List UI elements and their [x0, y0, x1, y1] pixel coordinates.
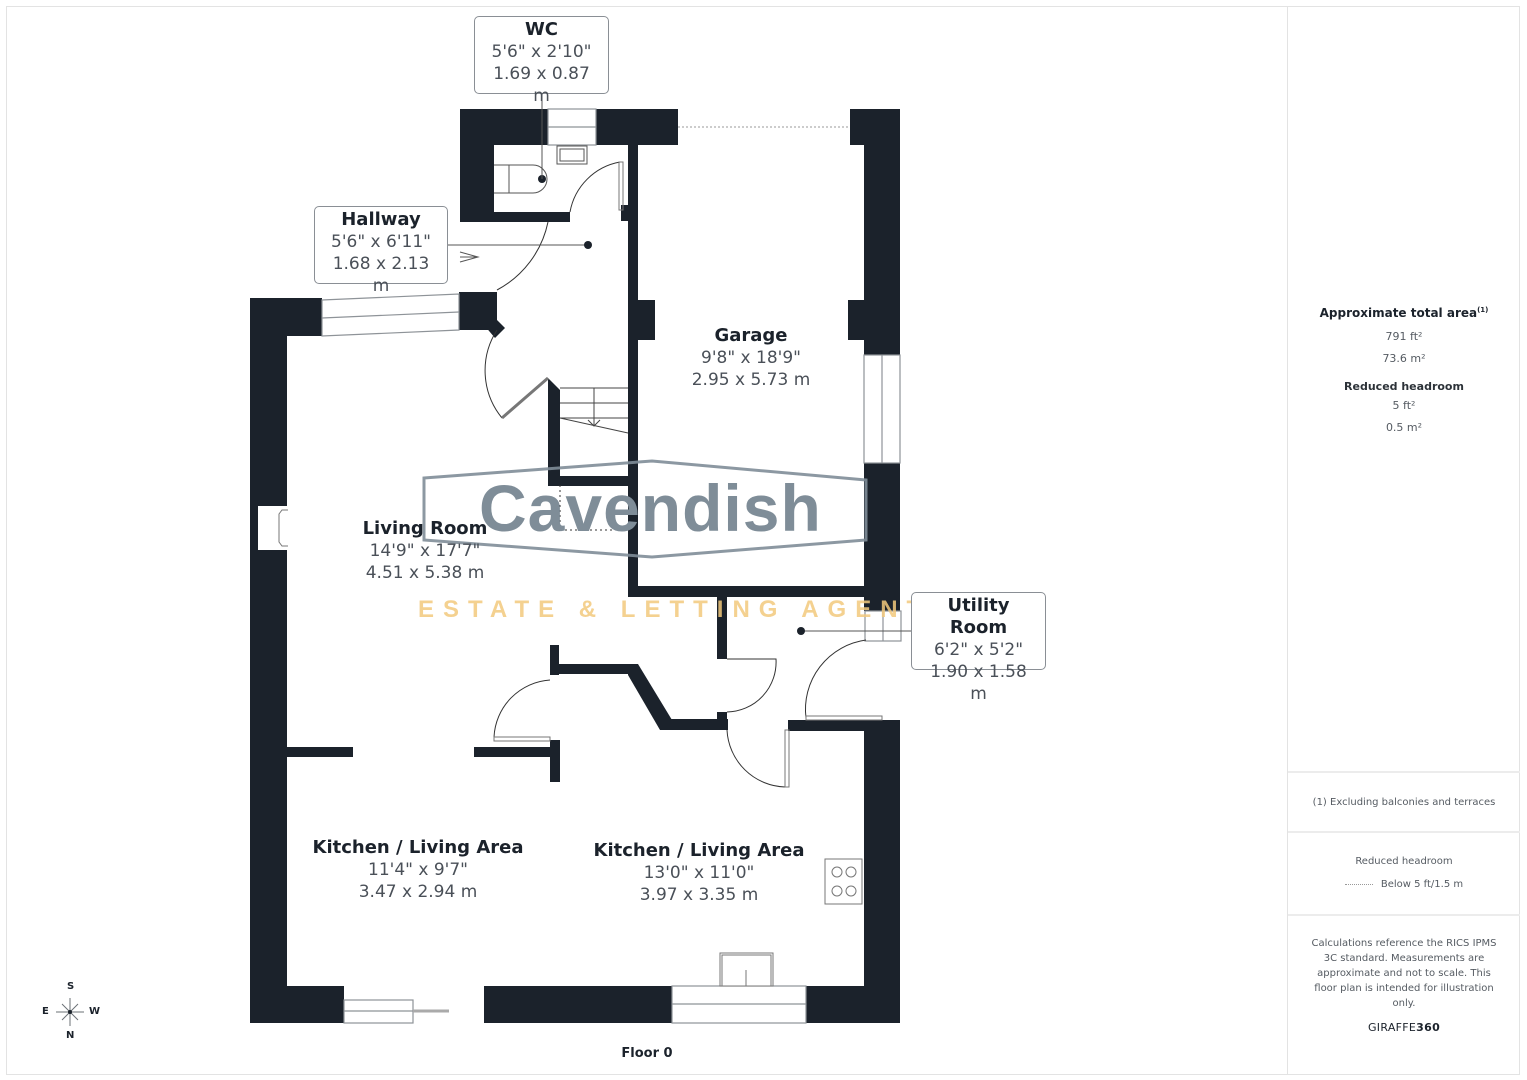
watermark-brand: Cavendish [479, 471, 822, 545]
compass-bottom: N [66, 1030, 75, 1041]
sidebar-divider [1287, 6, 1288, 1075]
room-callout-utility-room: Utility Room 6'2" x 5'2" 1.90 x 1.58 m [911, 592, 1046, 704]
info-sidebar: Approximate total area(1) 791 ft² 73.6 m… [1288, 6, 1520, 1075]
room-name: Living Room [362, 518, 488, 539]
dotted-line-icon [1344, 883, 1373, 885]
room-label-kitchen-left: Kitchen / Living Area 11'4" x 9'7" 3.47 … [312, 837, 523, 903]
room-label-garage: Garage 9'8" x 18'9" 2.95 x 5.73 m [692, 325, 811, 391]
room-callout-hallway: Hallway 5'6" x 6'11" 1.68 x 2.13 m [314, 206, 448, 296]
floor-plan-drawing [250, 94, 912, 1024]
sidebar-divider-3 [1288, 914, 1520, 916]
footnote-section: (1) Excluding balconies and terraces [1288, 795, 1520, 810]
room-dim-imperial: 5'6" x 6'11" [331, 232, 431, 252]
page-frame [6, 6, 1520, 1075]
disclaimer-section: Calculations reference the RICS IPMS 3C … [1288, 936, 1520, 1034]
area-summary: Approximate total area(1) 791 ft² 73.6 m… [1288, 306, 1520, 439]
room-dim-metric: 1.69 x 0.87 m [493, 64, 590, 106]
room-name: Kitchen / Living Area [312, 837, 524, 858]
room-name: Utility Room [947, 595, 1010, 638]
room-dim-metric: 4.51 x 5.38 m [365, 563, 485, 583]
room-label-living-room: Living Room 14'9" x 17'7" 4.51 x 5.38 m [363, 518, 488, 584]
disclaimer-text: Calculations reference the RICS IPMS 3C … [1311, 938, 1497, 1009]
room-dim-imperial: 5'6" x 2'10" [491, 42, 592, 62]
compass-left: E [42, 1006, 49, 1017]
room-dim-metric: 1.90 x 1.58 m [930, 662, 1027, 704]
legend-title: Reduced headroom [1355, 856, 1453, 867]
compass-rose: S N E W [38, 980, 104, 1046]
reduced-headroom-m: 0.5 m² [1385, 421, 1423, 434]
legend-item: Below 5 ft/1.5 m [1288, 879, 1520, 890]
footnote-mark: (1) [1477, 306, 1489, 314]
legend-item-label: Below 5 ft/1.5 m [1380, 879, 1464, 890]
room-name: Hallway [341, 209, 421, 230]
footnote-text: (1) Excluding balconies and terraces [1312, 797, 1496, 808]
room-dim-metric: 1.68 x 2.13 m [332, 254, 430, 296]
total-area-ft: 791 ft² [1385, 330, 1423, 343]
room-name: Garage [714, 325, 788, 346]
room-dim-imperial: 9'8" x 18'9" [701, 348, 801, 368]
reduced-headroom-ft: 5 ft² [1392, 399, 1416, 412]
compass-icon [56, 998, 84, 1026]
compass-top: S [67, 981, 75, 992]
giraffe360-logo: GIRAFFE360 [1367, 1021, 1441, 1034]
sidebar-divider-2 [1288, 831, 1520, 833]
room-callout-wc: WC 5'6" x 2'10" 1.69 x 0.87 m [474, 16, 609, 106]
sidebar-divider-1 [1288, 771, 1520, 773]
room-name: WC [524, 19, 559, 40]
room-dim-metric: 2.95 x 5.73 m [691, 370, 811, 390]
total-area-title: Approximate total area(1) [1319, 306, 1489, 320]
room-dim-imperial: 11'4" x 9'7" [368, 860, 468, 880]
room-dim-metric: 3.47 x 2.94 m [358, 882, 478, 902]
floor-label: Floor 0 [621, 1046, 673, 1061]
room-dim-metric: 3.97 x 3.35 m [639, 885, 759, 905]
reduced-headroom-title: Reduced headroom [1344, 380, 1464, 393]
room-dim-imperial: 13'0" x 11'0" [643, 863, 755, 883]
legend-section: Reduced headroom Below 5 ft/1.5 m [1288, 854, 1520, 890]
total-area-m: 73.6 m² [1382, 352, 1426, 365]
room-name: Kitchen / Living Area [593, 840, 805, 861]
room-dim-imperial: 14'9" x 17'7" [369, 541, 481, 561]
room-label-kitchen-right: Kitchen / Living Area 13'0" x 11'0" 3.97… [593, 840, 804, 906]
compass-right: W [89, 1006, 101, 1017]
watermark-tagline: ESTATE & LETTING AGENTS [418, 596, 956, 623]
room-dim-imperial: 6'2" x 5'2" [933, 640, 1024, 660]
